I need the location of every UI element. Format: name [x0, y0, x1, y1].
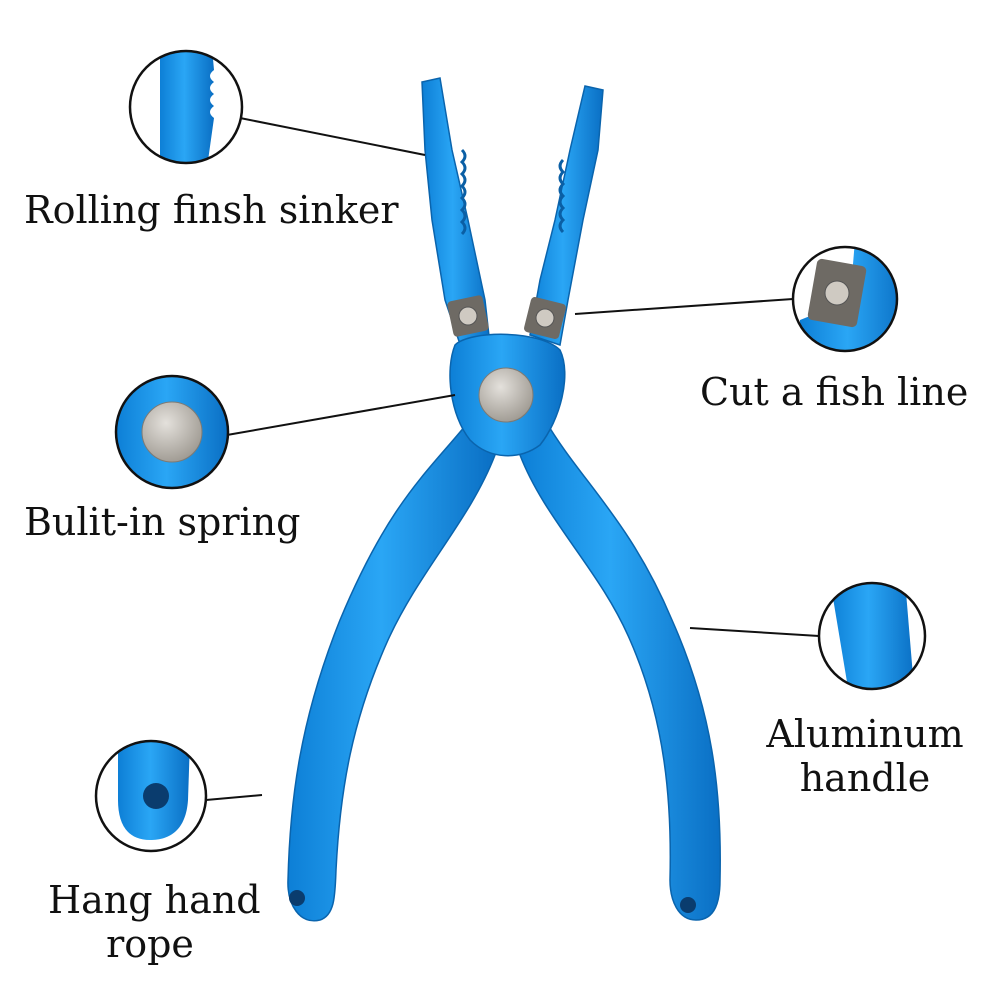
- label-cut-fish-line: Cut a fish line: [700, 370, 969, 414]
- right-jaw: [529, 85, 604, 346]
- callout-hang-detail: [94, 739, 208, 853]
- callout-cut-detail: [791, 245, 899, 353]
- right-jaw-teeth: [558, 158, 566, 234]
- label-hang-line1: Hang hand: [48, 878, 261, 922]
- label-hang-hand-rope: Hang hand rope: [48, 878, 261, 966]
- callout-rolling-detail: [128, 49, 244, 165]
- left-blade-screw: [458, 306, 478, 326]
- label-built-in-spring: Bulit-in spring: [24, 500, 301, 544]
- label-aluminum-line1: Aluminum: [766, 712, 964, 756]
- right-handle: [519, 418, 721, 921]
- callout-aluminum-detail: [817, 581, 927, 691]
- label-hang-line2: rope: [106, 922, 194, 966]
- leader-line-cut: [574, 298, 794, 315]
- pivot-spring-rivet: [478, 367, 534, 423]
- right-lanyard-hole: [680, 897, 696, 913]
- leader-line-aluminum: [689, 627, 820, 637]
- leader-line-spring: [226, 394, 456, 436]
- callout-spring-detail: [114, 374, 230, 490]
- label-rolling-sinker: Rolling finsh sinker: [24, 188, 399, 232]
- leader-line-hang: [205, 794, 263, 801]
- label-aluminum-handle: Aluminum handle: [760, 712, 970, 800]
- right-blade-screw: [535, 308, 555, 328]
- left-handle: [287, 418, 496, 922]
- label-aluminum-line2: handle: [799, 756, 931, 800]
- left-lanyard-hole: [289, 890, 305, 906]
- left-jaw-teeth: [459, 148, 467, 236]
- leader-line-rolling: [239, 117, 426, 156]
